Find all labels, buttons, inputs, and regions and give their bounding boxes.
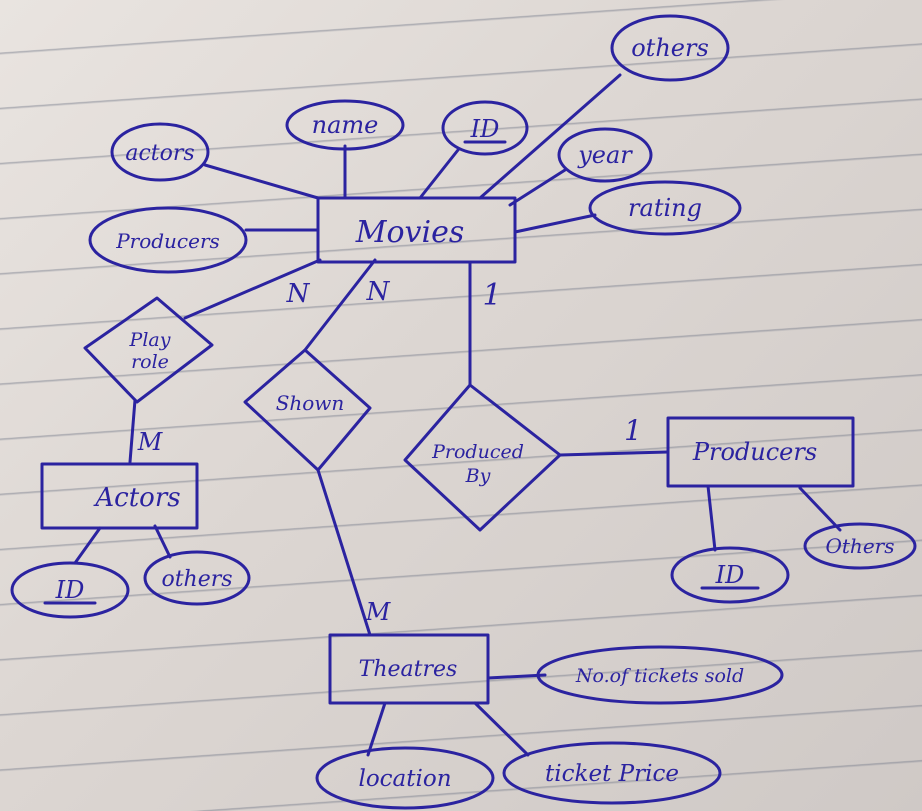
attribute-movie-actors: actors [110,122,210,182]
line-actors-movies [203,163,320,200]
entity-theatres-label: Theatres [359,657,458,682]
attribute-theatre-ticket-price-label: ticket Price [545,761,679,787]
attribute-actor-id: ID [10,561,130,619]
cardinality-producedby-producers: 1 [624,414,642,447]
entity-actors-label: Actors [93,483,180,513]
attribute-movie-year-label: year [577,141,633,169]
attribute-movie-year: year [557,127,653,183]
line-theatres-tickets [486,673,547,680]
relationship-play-role: Play role [83,296,214,404]
entity-movies: Movies [316,196,517,264]
cardinality-playrole-actors: M [137,428,164,456]
cardinality-labels: N N 1 M M 1 [137,277,642,626]
attribute-movie-id: ID [441,100,529,156]
entity-theatres: Theatres [328,633,490,705]
line-theatres-location [366,701,387,757]
attribute-actor-others-label: others [161,567,232,592]
attribute-movie-id-label: ID [470,115,500,143]
line-shown-theatres [316,468,372,637]
line-producers-id [706,484,717,552]
attribute-producer-others-label: Others [826,534,895,558]
attribute-movie-name: name [285,99,405,151]
relationship-play-role-label-1: Play [129,329,171,351]
relationship-shown: Shown [243,348,372,472]
attribute-actor-id-label: ID [55,576,85,604]
relationship-produced-by-label-2: By [465,465,491,487]
attribute-actor-others: others [143,550,251,606]
relationship-produced-by-label-1: Produced [431,441,524,463]
attribute-movie-actors-label: actors [125,141,194,166]
line-actors-id [73,526,102,565]
attribute-theatre-tickets-sold-label: No.of tickets sold [575,665,744,687]
attribute-producer-id-label: ID [715,561,745,589]
line-rating-movies [513,213,597,234]
attribute-movie-producers: Producers [88,206,248,274]
relationship-shown-label: Shown [276,391,345,415]
attribute-movie-others-label: others [631,34,709,62]
attribute-theatre-tickets-sold: No.of tickets sold [536,645,784,705]
cardinality-movies-shown: N [366,277,391,307]
line-year-movies [508,168,567,207]
line-actors-others [153,524,172,559]
attribute-movie-name-label: name [312,111,379,139]
line-producers-others [798,486,842,532]
line-movies-shown [303,258,377,352]
entity-movies-label: Movies [355,215,464,250]
entity-actors: Actors [40,462,199,530]
entity-producers-label: Producers [692,438,817,466]
line-movies-playrole [183,258,322,320]
attribute-movie-others: others [610,14,730,82]
cardinality-movies-producedby: 1 [482,278,501,313]
line-others-movies [478,73,622,200]
attribute-movie-producers-label: Producers [115,229,220,253]
relationship-play-role-label-2: role [131,351,169,373]
line-producedby-producers [558,450,670,457]
line-theatres-ticketprice [473,701,530,757]
cardinality-shown-theatres: M [365,598,392,626]
relationship-produced-by: Produced By [403,383,562,532]
connector-lines [73,73,842,757]
attribute-theatre-ticket-price: ticket Price [502,741,722,805]
attribute-theatre-location: location [315,746,495,810]
attribute-movie-rating-label: rating [628,194,702,222]
attribute-producer-id: ID [670,546,790,604]
cardinality-movies-playrole: N [286,279,311,309]
entity-producers: Producers [666,416,855,488]
attribute-movie-rating: rating [588,180,742,236]
line-id-movies [418,148,460,200]
attribute-theatre-location-label: location [358,766,451,792]
attribute-producer-others: Others [803,522,917,570]
line-playrole-actors [128,398,137,464]
